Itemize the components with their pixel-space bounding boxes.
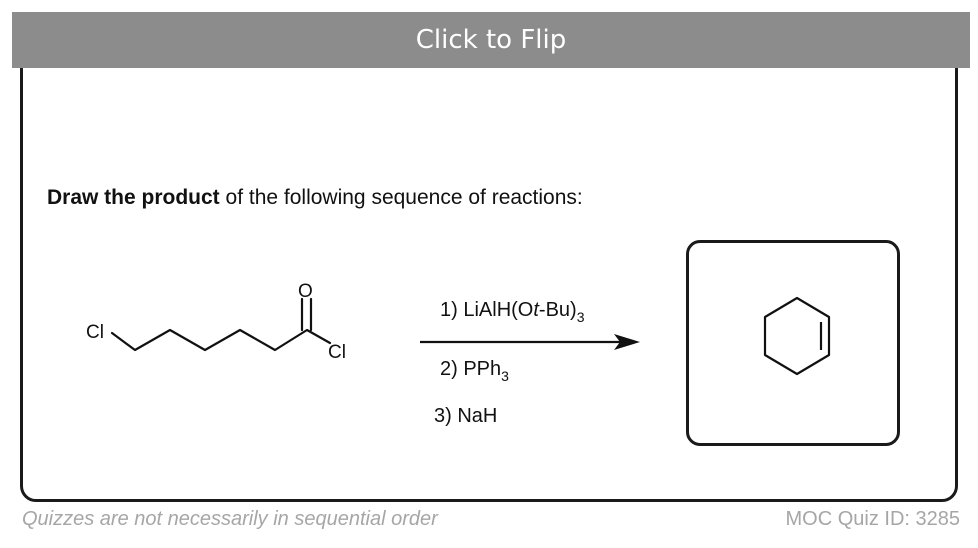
reactant-chain-bonds — [110, 328, 332, 352]
reactant-cl-left: Cl — [86, 322, 104, 343]
answer-box — [686, 240, 900, 446]
reactant-structure — [110, 297, 332, 352]
quiz-id: MOC Quiz ID: 3285 — [785, 508, 960, 530]
footer-note: Quizzes are not necessarily in sequentia… — [22, 508, 438, 530]
question-rest: of the following sequence of reactions: — [219, 186, 583, 209]
condition-step-1: 1) LiAlH(Ot-Bu)3 — [440, 299, 585, 325]
reactant-acyl-cl: Cl — [328, 342, 346, 363]
reactant-carbonyl-o: O — [298, 281, 313, 302]
cyclohexene-ring — [763, 296, 831, 376]
condition-step-3: 3) NaH — [434, 405, 497, 427]
reaction-arrow — [420, 334, 640, 350]
question-bold: Draw the product — [47, 186, 220, 209]
flip-label: Click to Flip — [415, 25, 567, 55]
question-text: Draw the product of the following sequen… — [47, 186, 583, 210]
product-structure — [763, 296, 831, 376]
condition-step-2: 2) PPh3 — [440, 358, 509, 384]
click-to-flip-button[interactable]: Click to Flip — [12, 12, 970, 68]
